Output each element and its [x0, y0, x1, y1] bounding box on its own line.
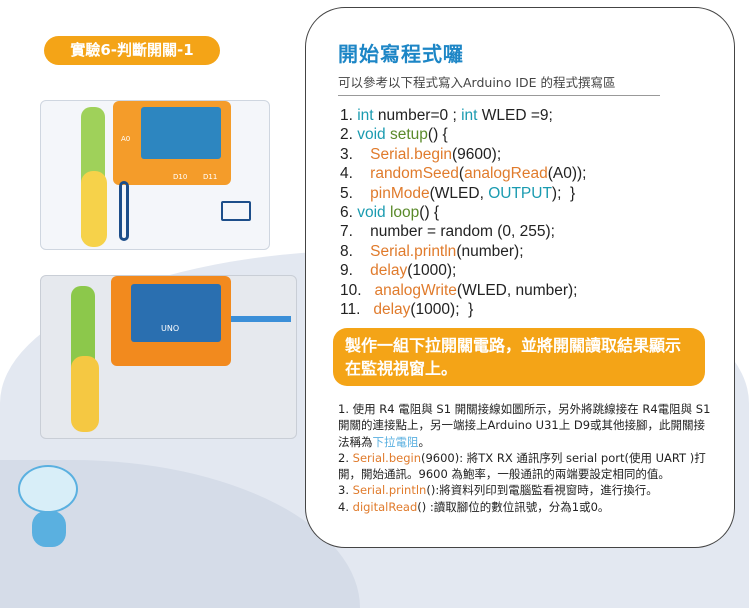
- notes: 1. 使用 R4 電阻與 S1 開關接線如圖所示，另外將跳線接在 R4電阻與 S…: [338, 401, 714, 515]
- code-token: OUTPUT: [488, 184, 552, 202]
- pin-label: D10: [173, 173, 188, 181]
- resistor-module: [81, 171, 107, 247]
- note-text: 4.: [338, 499, 353, 514]
- code-token: analogWrite: [374, 281, 457, 299]
- code-token: (1000); }: [410, 301, 474, 319]
- code-line: 9. delay(1000);: [340, 261, 710, 280]
- note-text: () :讀取腳位的數位訊號，分為1或0。: [417, 499, 610, 514]
- code-line: 4. randomSeed(analogRead(A0));: [340, 164, 710, 183]
- code-token: int: [357, 107, 374, 124]
- wire: [119, 181, 129, 241]
- code-token: 6.: [340, 204, 358, 222]
- code-token: analogRead: [464, 165, 548, 183]
- code-line: 11. delay(1000); }: [340, 300, 710, 319]
- note-2: 2. Serial.begin(9600): 將TX RX 通訊序列 seria…: [338, 450, 714, 483]
- code-token: 9.: [340, 262, 371, 280]
- code-line: 5. pinMode(WLED, OUTPUT); }: [340, 184, 710, 203]
- code-token: () {: [419, 204, 440, 222]
- code-token: 3.: [340, 145, 371, 163]
- code-token: Serial.println: [370, 242, 457, 260]
- code-token: setup: [389, 126, 428, 144]
- code-token: (1000);: [407, 262, 457, 280]
- code-token: pinMode: [370, 184, 430, 202]
- laptop-icon: [221, 201, 251, 221]
- code-line: 3. Serial.begin(9600);: [340, 145, 710, 164]
- code-line: 7. number = random (0, 255);: [340, 222, 710, 241]
- code-token: randomSeed: [370, 165, 459, 183]
- code-token: 7. number = random (0, 255);: [340, 223, 555, 241]
- code-line: 6. void loop() {: [340, 203, 710, 222]
- code-token: (WLED, number);: [456, 281, 578, 299]
- note-1: 1. 使用 R4 電阻與 S1 開關接線如圖所示，另外將跳線接在 R4電阻與 S…: [338, 401, 714, 450]
- code-token: () {: [427, 126, 448, 144]
- code-token: 2.: [340, 126, 358, 144]
- pin-label: A0: [121, 135, 131, 143]
- code-token: delay: [373, 301, 411, 319]
- code-token: int: [461, 107, 478, 124]
- experiment-badge: 實驗6-判斷開關-1: [44, 36, 220, 65]
- note-text: 2.: [338, 450, 353, 465]
- code-token: void: [357, 126, 386, 144]
- code-token: (9600);: [452, 145, 502, 163]
- code-line: 2. void setup() {: [340, 125, 710, 144]
- code-token: (number);: [456, 242, 524, 260]
- code-line: 8. Serial.println(number);: [340, 242, 710, 261]
- circuit-diagram: A0 D10 D11: [40, 100, 270, 250]
- note-text: ():將資料列印到電腦監看視窗時，進行換行。: [426, 483, 658, 498]
- code-token: loop: [389, 204, 420, 222]
- note-text: 3.: [338, 483, 353, 498]
- section-title: 開始寫程式囉: [338, 42, 464, 66]
- code-token: 10.: [340, 281, 375, 299]
- robot-mascot: [12, 455, 82, 555]
- section-subtitle: 可以參考以下程式寫入Arduino IDE 的程式撰寫區: [338, 72, 660, 96]
- note-4: 4. digitalRead() :讀取腳位的數位訊號，分為1或0。: [338, 499, 714, 515]
- code-token: (: [458, 165, 465, 183]
- note-text: 。: [418, 434, 431, 449]
- code-token: 1.: [340, 107, 358, 124]
- circuit-photo: UNO: [40, 275, 297, 439]
- task-banner: 製作一組下拉開關電路，並將開關讀取結果顯示在監視視窗上。: [333, 328, 705, 386]
- code-line: 1. int number=0 ; int WLED =9;: [340, 106, 710, 125]
- code-listing: 1. int number=0 ; int WLED =9;2. void se…: [340, 106, 710, 319]
- note-text: (9600): 將TX RX 通訊序列 serial port(使用 UART …: [338, 450, 706, 482]
- code-token: delay: [370, 262, 408, 280]
- code-token: number=0 ;: [373, 107, 462, 124]
- code-token: 8.: [340, 242, 371, 260]
- code-line: 10. analogWrite(WLED, number);: [340, 281, 710, 300]
- code-panel: [305, 7, 735, 548]
- code-token: ); }: [551, 184, 576, 202]
- code-token: Serial.begin: [370, 145, 453, 163]
- code-token: 4.: [340, 165, 371, 183]
- note-keyword: Serial.begin: [352, 450, 421, 465]
- code-token: (WLED,: [429, 184, 489, 202]
- note-text: 1. 使用 R4 電阻與 S1 開關接線如圖所示，另外將跳線接在 R4電阻與 S…: [338, 402, 711, 449]
- board-label: UNO: [161, 324, 180, 333]
- note-3: 3. Serial.println():將資料列印到電腦監看視窗時，進行換行。: [338, 482, 714, 498]
- note-keyword: 下拉電阻: [372, 434, 419, 449]
- code-token: void: [357, 204, 386, 222]
- code-token: 5.: [340, 184, 371, 202]
- arduino-board: A0 D10 D11: [113, 101, 231, 185]
- code-token: (A0));: [547, 165, 587, 183]
- note-keyword: digitalRead: [352, 499, 418, 514]
- note-keyword: Serial.println: [352, 483, 427, 498]
- code-token: WLED =9;: [477, 107, 553, 124]
- code-token: 11.: [340, 301, 374, 319]
- pin-label: D11: [203, 173, 218, 181]
